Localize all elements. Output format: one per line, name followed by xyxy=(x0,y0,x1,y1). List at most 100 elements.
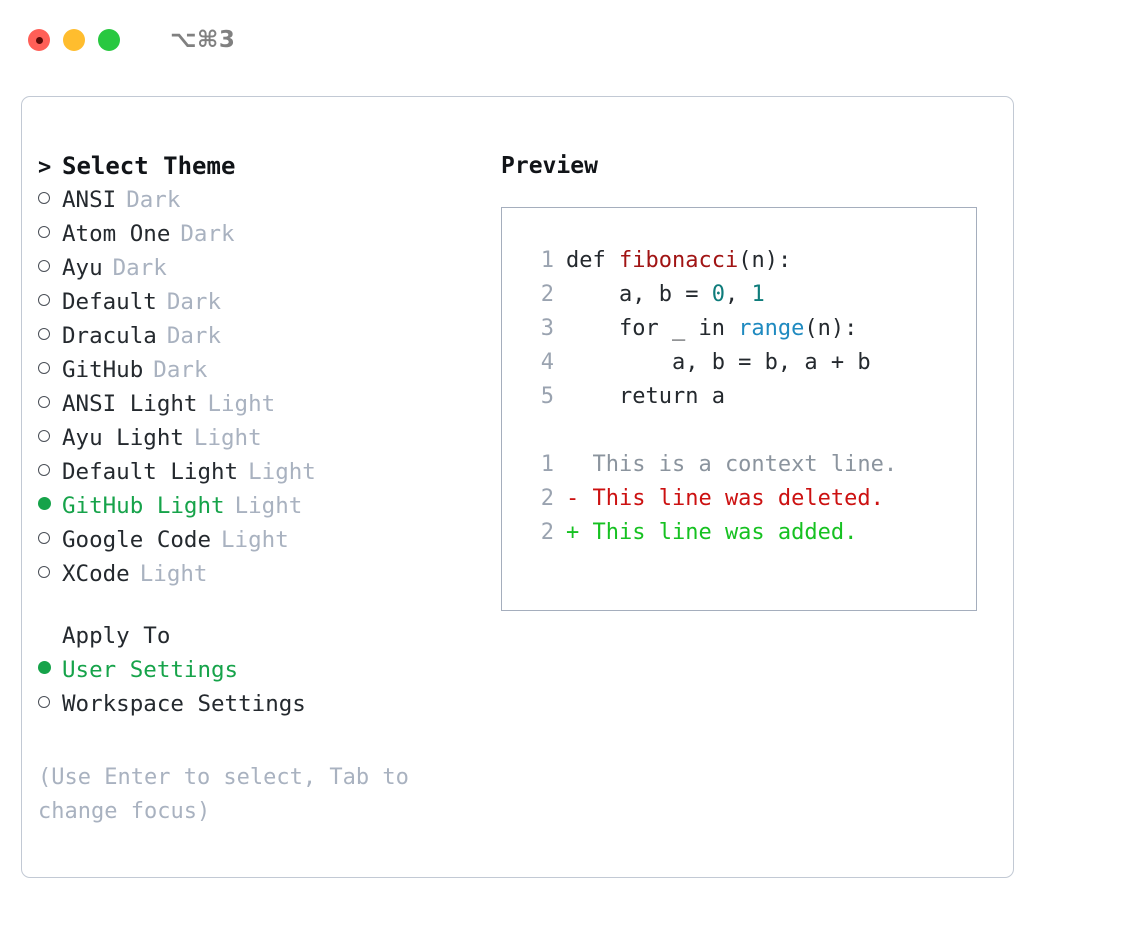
code-token: a, b = b, a + b xyxy=(566,350,871,375)
diff-sample: 1 This is a context line. 2 - This line wa… xyxy=(520,448,976,550)
code-token: 1 xyxy=(751,282,765,307)
theme-list-item[interactable]: Google Code Light xyxy=(38,523,478,557)
apply-radio-marker[interactable] xyxy=(38,654,62,688)
theme-radio-marker[interactable] xyxy=(38,320,62,354)
line-number: 2 xyxy=(540,282,554,307)
code-text: for _ in range(n): xyxy=(566,312,857,346)
theme-name-label: Atom One xyxy=(62,221,171,247)
diff-text: + This line was added. xyxy=(566,520,858,545)
code-token: (n): xyxy=(804,316,858,341)
theme-list-item[interactable]: Atom One Dark xyxy=(38,217,478,251)
theme-radio-marker[interactable] xyxy=(38,422,62,456)
line-number: 4 xyxy=(540,350,554,375)
theme-name-label: GitHub Light xyxy=(62,493,225,519)
close-window-button[interactable] xyxy=(28,29,50,51)
line-number: 5 xyxy=(540,384,554,409)
code-token: a, b = xyxy=(566,282,712,307)
diff-text: - This line was deleted. xyxy=(566,486,884,511)
theme-name-label: ANSI xyxy=(62,187,117,213)
theme-radio-marker[interactable] xyxy=(38,252,62,286)
code-line: 3 for _ in range(n): xyxy=(520,312,976,346)
theme-radio-marker[interactable] xyxy=(38,524,62,558)
zoom-window-button[interactable] xyxy=(98,29,120,51)
theme-radio-marker[interactable] xyxy=(38,286,62,320)
minimize-window-button[interactable] xyxy=(63,29,85,51)
preview-title: Preview xyxy=(501,153,598,179)
code-token: fibonacci xyxy=(618,248,739,273)
radio-unselected-icon xyxy=(38,396,50,408)
spacer xyxy=(520,414,976,448)
theme-name-label: Ayu Light xyxy=(62,425,184,451)
theme-radio-marker[interactable] xyxy=(38,218,62,252)
apply-to-label: Workspace Settings xyxy=(62,691,306,717)
diff-line: 1 This is a context line. xyxy=(520,448,976,482)
line-number: 3 xyxy=(540,316,554,341)
radio-selected-icon xyxy=(38,497,51,510)
keyboard-hint-text: (Use Enter to select, Tab to change focu… xyxy=(38,765,423,824)
radio-unselected-icon xyxy=(38,192,50,204)
code-token: def xyxy=(566,248,619,273)
apply-to-label: User Settings xyxy=(62,657,239,683)
code-text: a, b = b, a + b xyxy=(566,346,871,380)
theme-radio-marker[interactable] xyxy=(38,184,62,218)
apply-to-item[interactable]: User Settings xyxy=(38,653,478,687)
code-token: range xyxy=(738,316,805,341)
select-theme-title: Select Theme xyxy=(62,152,236,180)
theme-list-item[interactable]: Default Dark xyxy=(38,285,478,319)
theme-radio-marker[interactable] xyxy=(38,490,62,524)
code-token: , xyxy=(724,282,752,307)
radio-unselected-icon xyxy=(38,260,50,272)
apply-radio-marker[interactable] xyxy=(38,688,62,722)
line-number: 1 xyxy=(540,452,554,477)
theme-variant-label: Light xyxy=(221,527,289,553)
radio-selected-icon xyxy=(38,661,51,674)
line-number: 2 xyxy=(540,520,554,545)
apply-to-title: Apply To xyxy=(62,623,171,649)
theme-variant-label: Dark xyxy=(166,289,222,315)
radio-unselected-icon xyxy=(38,430,50,442)
radio-unselected-icon xyxy=(38,294,50,306)
diff-text: This is a context line. xyxy=(566,452,898,477)
theme-name-label: Default xyxy=(62,289,157,315)
title-bar: ⌥⌘3 xyxy=(0,0,1140,80)
theme-radio-marker[interactable] xyxy=(38,388,62,422)
theme-name-label: Default Light xyxy=(62,459,239,485)
radio-unselected-icon xyxy=(38,362,50,374)
code-text: def fibonacci(n): xyxy=(566,244,791,278)
theme-radio-marker[interactable] xyxy=(38,456,62,490)
theme-name-label: XCode xyxy=(62,561,130,587)
radio-unselected-icon xyxy=(38,696,50,708)
code-line: 2 a, b = 0, 1 xyxy=(520,278,976,312)
theme-variant-label: Dark xyxy=(180,221,235,247)
code-line: 5 return a xyxy=(520,380,976,414)
code-text: return a xyxy=(566,380,725,414)
radio-unselected-icon xyxy=(38,532,50,544)
theme-radio-marker[interactable] xyxy=(38,354,62,388)
theme-name-label: Ayu xyxy=(62,255,103,281)
theme-list-item[interactable]: Default Light Light xyxy=(38,455,478,489)
apply-to-item[interactable]: Workspace Settings xyxy=(38,687,478,721)
theme-variant-label: Light xyxy=(193,425,262,451)
traffic-lights xyxy=(28,29,120,51)
code-token: 0 xyxy=(711,282,725,307)
theme-list-item[interactable]: XCode Light xyxy=(38,557,478,591)
keyboard-shortcut-label: ⌥⌘3 xyxy=(170,27,236,53)
diff-line: 2 + This line was added. xyxy=(520,516,976,550)
theme-variant-label: Light xyxy=(139,561,208,587)
theme-name-label: Google Code xyxy=(62,527,212,553)
theme-variant-label: Light xyxy=(248,459,316,485)
theme-list-item[interactable]: Ayu Light Light xyxy=(38,421,478,455)
theme-name-label: GitHub xyxy=(62,357,144,383)
code-token: return a xyxy=(566,384,725,409)
theme-radio-marker[interactable] xyxy=(38,558,62,592)
